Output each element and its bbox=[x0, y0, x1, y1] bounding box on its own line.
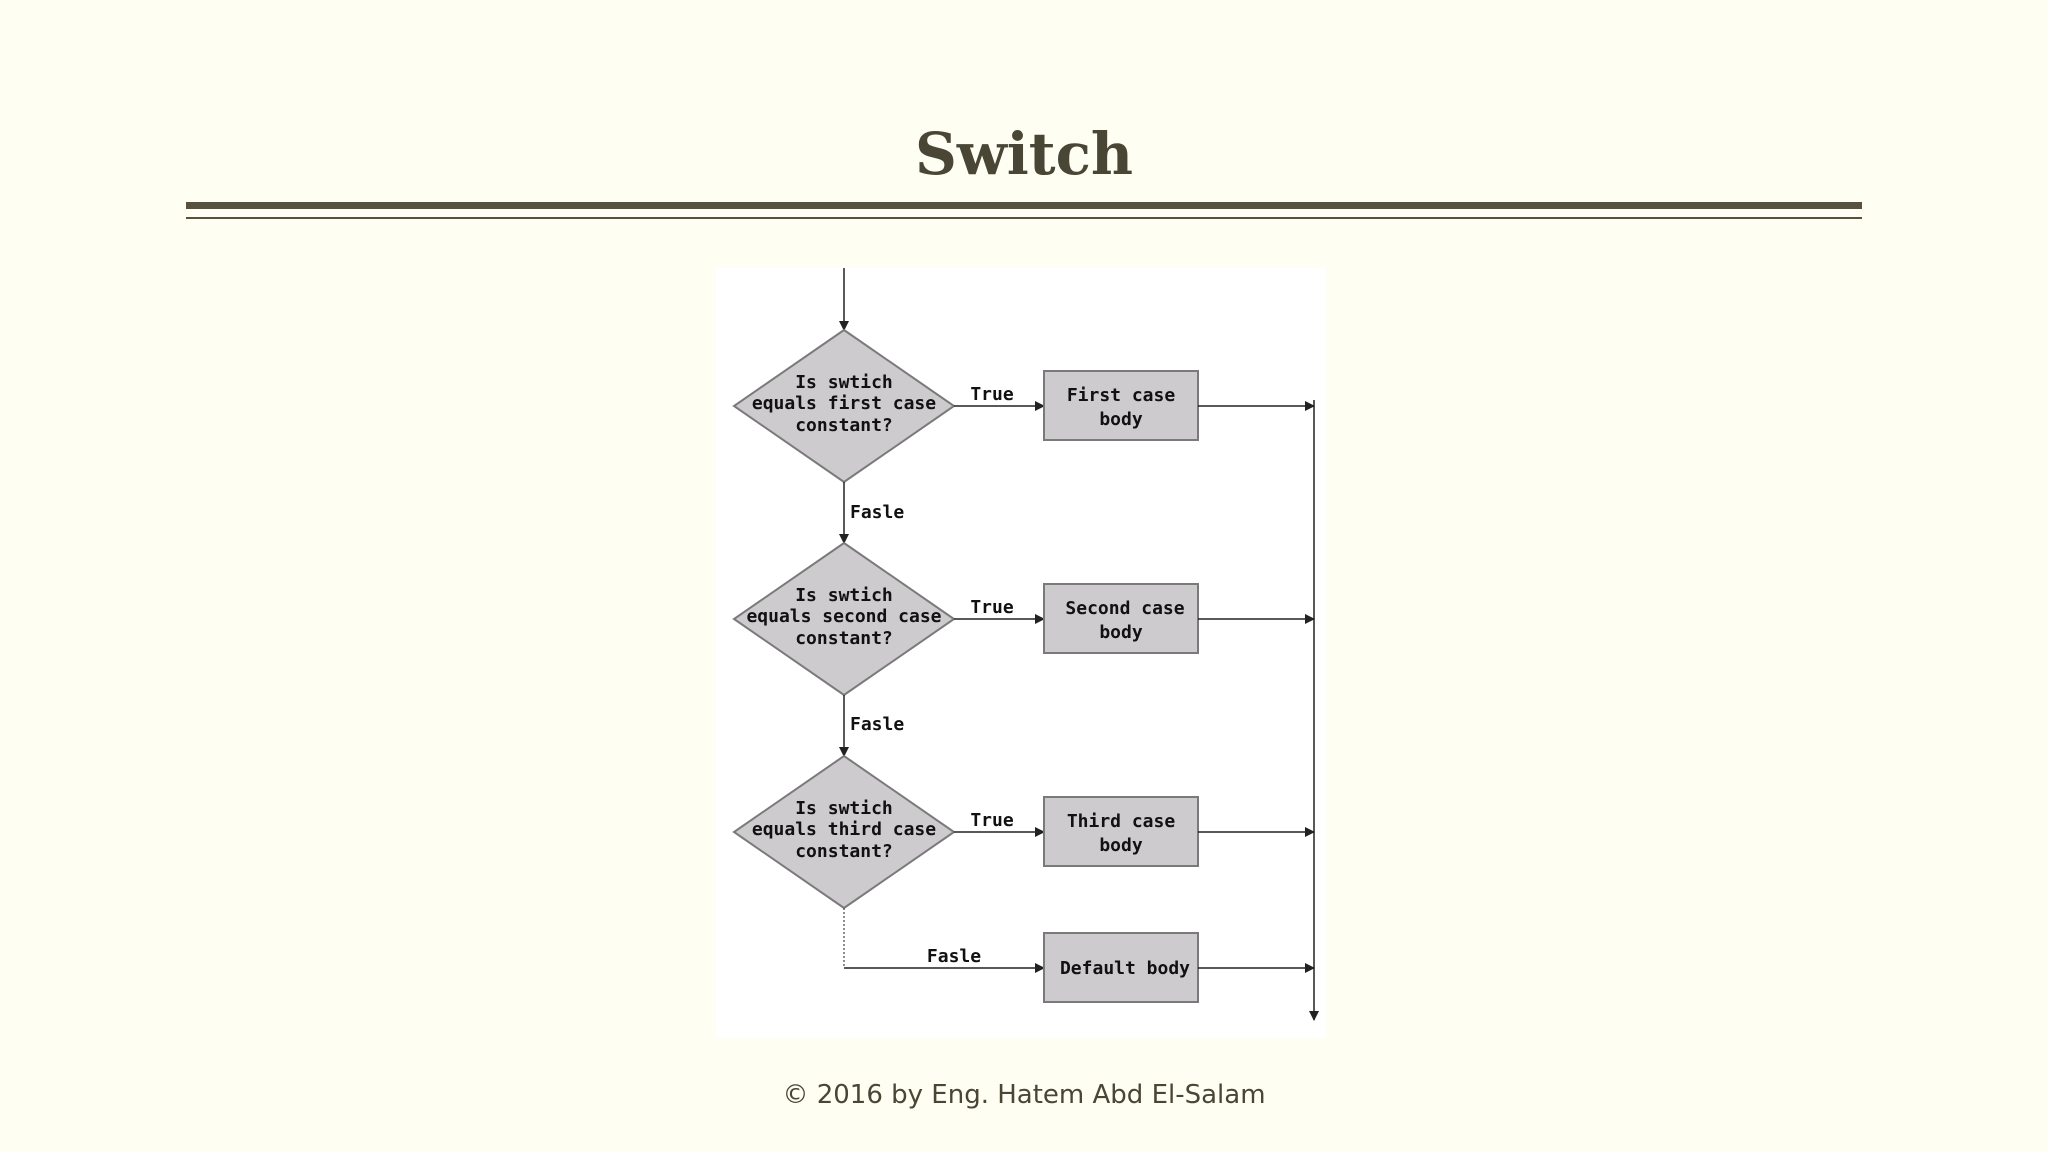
case-body-third-line-2: body bbox=[1099, 835, 1143, 856]
default-body bbox=[1043, 932, 1199, 1003]
false-label-second: Fasle bbox=[850, 714, 904, 735]
case-body-third-line-1: Third case bbox=[1067, 811, 1176, 832]
copyright-footer: © 2016 by Eng. Hatem Abd El-Salam bbox=[782, 1080, 1266, 1110]
case-body-second-line-1: Second case bbox=[1065, 598, 1184, 619]
title-rule-thin bbox=[186, 217, 1862, 219]
case-body-first-line-1: First case bbox=[1067, 385, 1176, 406]
decision-third-line-3: constant? bbox=[795, 841, 893, 862]
decision-third-line-1: Is swtich bbox=[795, 798, 893, 819]
case-body-second-line-2: body bbox=[1099, 622, 1143, 643]
decision-second-line-2: equals second case bbox=[746, 606, 941, 627]
decision-second-line-1: Is swtich bbox=[795, 585, 893, 606]
case-body-first bbox=[1043, 370, 1199, 441]
true-label-third: True bbox=[970, 810, 1014, 831]
flowchart-panel: Is swtich equals first case constant? Tr… bbox=[716, 268, 1326, 1038]
switch-flowchart: Is swtich equals first case constant? Tr… bbox=[732, 268, 1319, 1021]
true-label-first: True bbox=[970, 384, 1014, 405]
decision-first-line-1: Is swtich bbox=[795, 372, 893, 393]
title-rule-thick bbox=[186, 202, 1862, 209]
decision-first-line-3: constant? bbox=[795, 415, 893, 436]
false-label-first: Fasle bbox=[850, 502, 904, 523]
decision-first-line-2: equals first case bbox=[752, 393, 936, 414]
slide-title: Switch bbox=[914, 120, 1134, 188]
case-body-first-line-2: body bbox=[1099, 409, 1143, 430]
decision-third-line-2: equals third case bbox=[752, 819, 936, 840]
true-label-second: True bbox=[970, 597, 1014, 618]
false-label-third: Fasle bbox=[927, 946, 981, 967]
decision-second-line-3: constant? bbox=[795, 628, 893, 649]
case-body-third bbox=[1043, 796, 1199, 867]
default-body-label: Default body bbox=[1060, 958, 1190, 979]
